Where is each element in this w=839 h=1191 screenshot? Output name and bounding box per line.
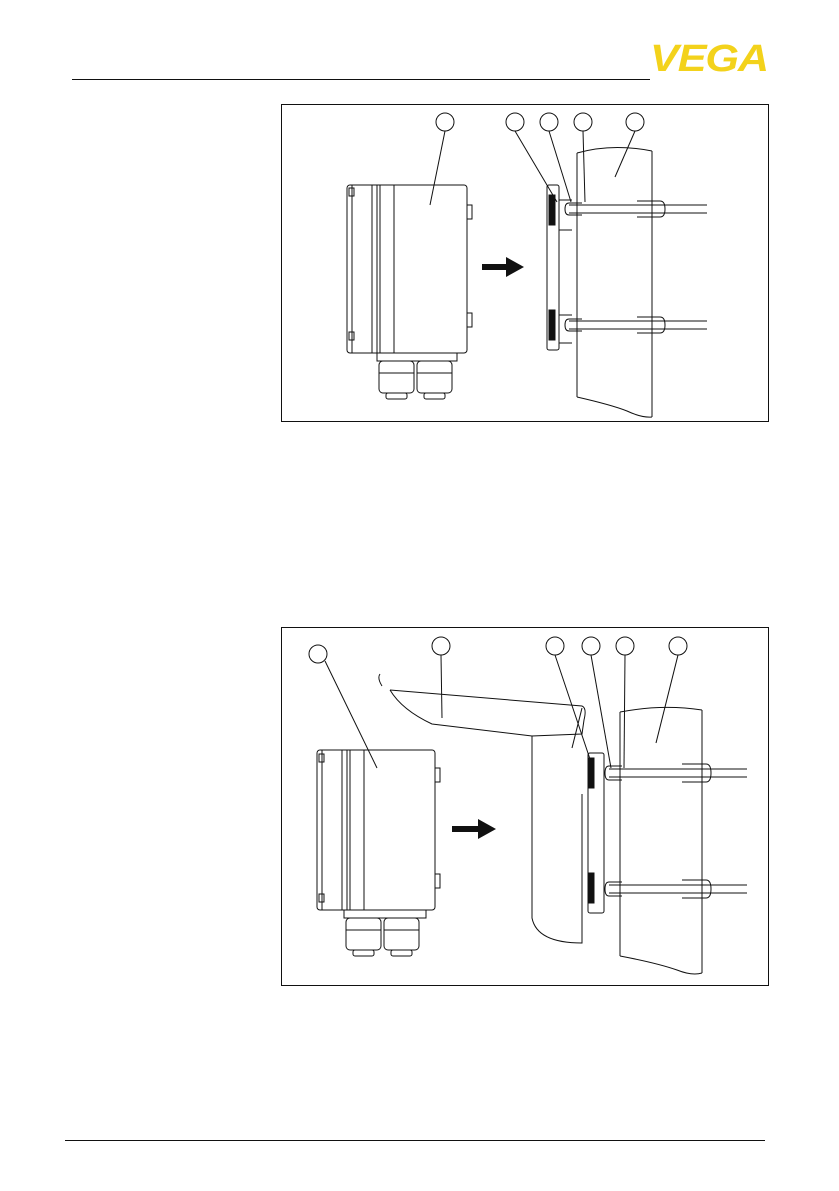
callout-3 — [546, 637, 593, 768]
vega-logo: VEGA — [650, 40, 768, 74]
u-bolt-bottom — [605, 880, 747, 898]
callout-1 — [430, 113, 454, 205]
u-bolt-bottom — [565, 317, 707, 333]
arrow-right — [482, 257, 524, 277]
callout-2 — [432, 637, 450, 718]
callout-2 — [506, 113, 557, 202]
weather-protection-cover — [379, 674, 585, 943]
pipe — [577, 147, 652, 417]
callout-5 — [616, 637, 634, 768]
instrument-housing — [347, 185, 472, 399]
pipe — [620, 707, 702, 974]
callout-6 — [656, 637, 687, 743]
mounting-plate — [588, 753, 604, 913]
callout-5 — [615, 113, 644, 177]
figure-2-pipe-mounting-with-cover — [281, 627, 769, 986]
mounting-plate — [547, 185, 572, 350]
footer-rule — [65, 1140, 765, 1141]
u-bolt-top — [565, 201, 707, 217]
instrument-housing — [317, 750, 440, 956]
callout-3 — [540, 113, 571, 202]
arrow-right — [452, 819, 496, 839]
u-bolt-top — [605, 764, 747, 782]
header-rule — [72, 79, 650, 80]
figure-1-pipe-mounting — [281, 104, 769, 422]
logo-text: VEGA — [650, 40, 768, 74]
